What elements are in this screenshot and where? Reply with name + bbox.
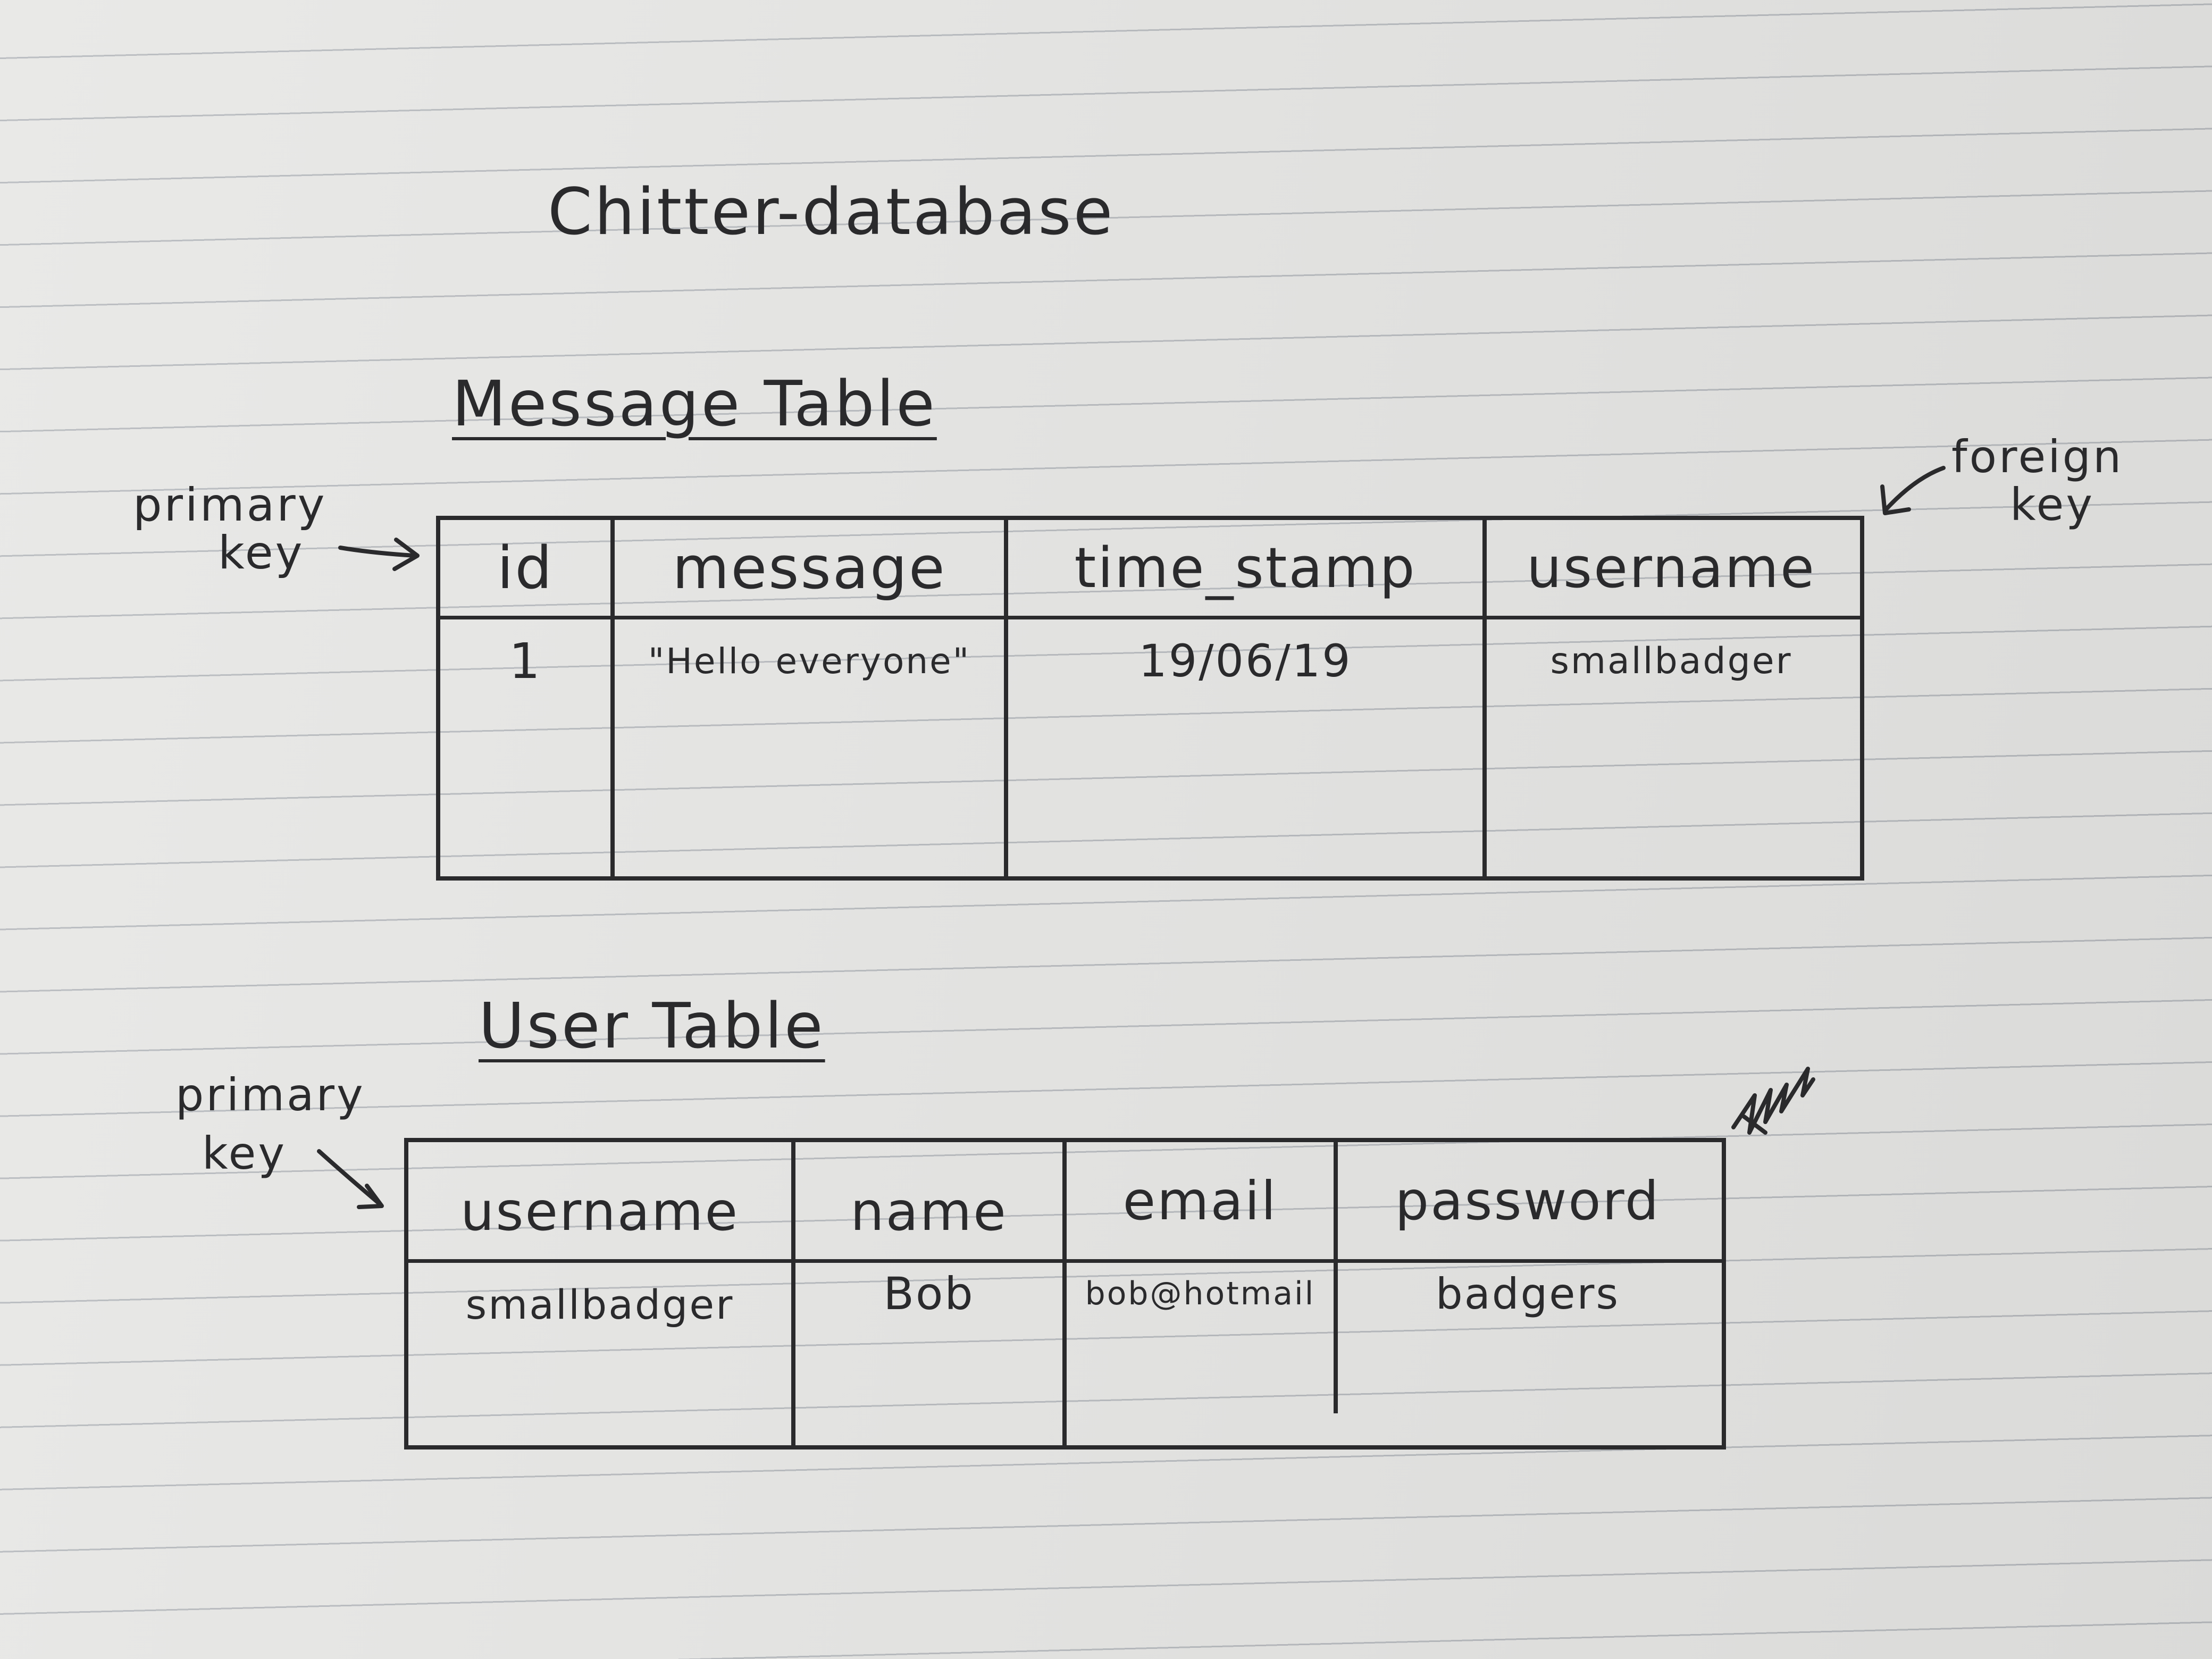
message-table-heading: Message Table	[452, 367, 937, 440]
table-divider	[791, 1142, 795, 1445]
column-header-name: name	[850, 1180, 1008, 1243]
column-header-message: message	[672, 534, 946, 602]
primary-key-arrow	[317, 1149, 382, 1206]
message-table-header-row	[440, 520, 1860, 619]
scribble	[1731, 1067, 1815, 1135]
table-cell: smallbadger	[1550, 640, 1792, 682]
table-cell: badgers	[1435, 1269, 1620, 1319]
table-divider	[1334, 1142, 1338, 1413]
table-cell: "Hello everyone"	[648, 640, 971, 682]
primary-key-arrow	[338, 546, 417, 558]
primary-key-label: key	[218, 526, 305, 580]
foreign-key-arrow	[1883, 466, 1946, 513]
table-cell: 19/06/19	[1138, 635, 1352, 687]
table-divider	[1004, 520, 1008, 876]
table-cell: smallbadger	[465, 1280, 734, 1328]
arrow-head	[1880, 484, 1911, 515]
primary-key-label: primary	[175, 1069, 365, 1121]
table-divider	[1482, 520, 1487, 876]
column-header-email: email	[1122, 1169, 1278, 1232]
foreign-key-label: key	[2010, 479, 2095, 531]
table-cell: 1	[509, 632, 542, 690]
table-divider	[1062, 1142, 1067, 1445]
column-header-password: password	[1395, 1169, 1661, 1232]
user-table-heading: User Table	[479, 989, 825, 1062]
primary-key-label: primary	[133, 479, 327, 532]
table-cell: Bob	[883, 1268, 975, 1320]
arrow-head	[392, 538, 420, 571]
column-header-username: username	[1527, 535, 1816, 600]
primary-key-label: key	[202, 1127, 287, 1179]
foreign-key-label: foreign	[1951, 431, 2124, 483]
message-table: id message time_stamp username 1 "Hello …	[436, 516, 1864, 881]
page-title: Chitter-database	[548, 175, 1115, 249]
column-header-time-stamp: time_stamp	[1074, 535, 1417, 600]
column-header-id: id	[497, 534, 554, 602]
arrow-head	[357, 1184, 384, 1209]
column-header-username: username	[460, 1180, 739, 1243]
user-table: username name email password smallbadger…	[404, 1138, 1726, 1449]
table-cell: bob@hotmail	[1085, 1275, 1316, 1312]
table-divider	[610, 520, 615, 876]
